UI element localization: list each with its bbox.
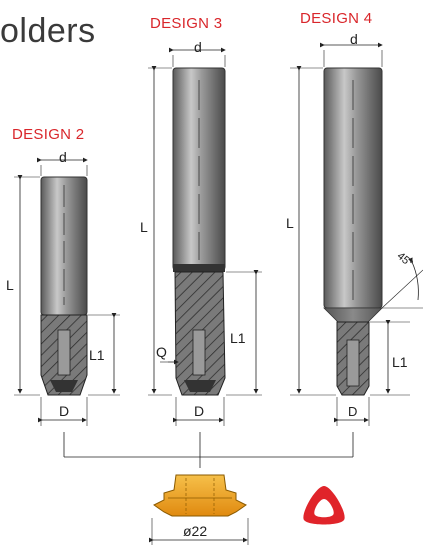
design-2-dimensions: d L L1 D bbox=[6, 149, 120, 426]
design-3-Q-label: Q bbox=[156, 344, 167, 360]
design-2-L1-label: L1 bbox=[89, 347, 105, 363]
design-3-d-label: d bbox=[194, 39, 202, 55]
design-2-tool bbox=[40, 176, 88, 396]
design-3-title: DESIGN 3 bbox=[150, 15, 223, 32]
insert-diameter-label: ø22 bbox=[183, 523, 207, 539]
design-2-title: DESIGN 2 bbox=[12, 126, 85, 143]
design-4-angle-label: 45° bbox=[395, 250, 415, 270]
connector-bracket bbox=[63, 432, 354, 468]
design-2-d-label: d bbox=[59, 149, 67, 165]
design-3-dimensions: d L L1 Q D bbox=[140, 39, 262, 426]
design-4-D-label: D bbox=[348, 404, 357, 419]
design-4-L-label: L bbox=[286, 215, 294, 231]
design-3-D-label: D bbox=[194, 403, 204, 419]
design-3-L-label: L bbox=[140, 219, 148, 235]
design-4-tool bbox=[323, 67, 383, 396]
design-3-L1-label: L1 bbox=[230, 330, 246, 346]
trigon-icon bbox=[303, 486, 345, 525]
design-2-L-label: L bbox=[6, 277, 14, 293]
design-2-D-label: D bbox=[59, 403, 69, 419]
heading-fragment: olders bbox=[0, 12, 96, 50]
design-4-L1-label: L1 bbox=[392, 354, 408, 370]
design-4-d-label: d bbox=[350, 31, 358, 47]
design-3-tool bbox=[172, 67, 226, 396]
insert-illustration: ø22 bbox=[149, 474, 249, 545]
design-4-title: DESIGN 4 bbox=[300, 10, 373, 27]
